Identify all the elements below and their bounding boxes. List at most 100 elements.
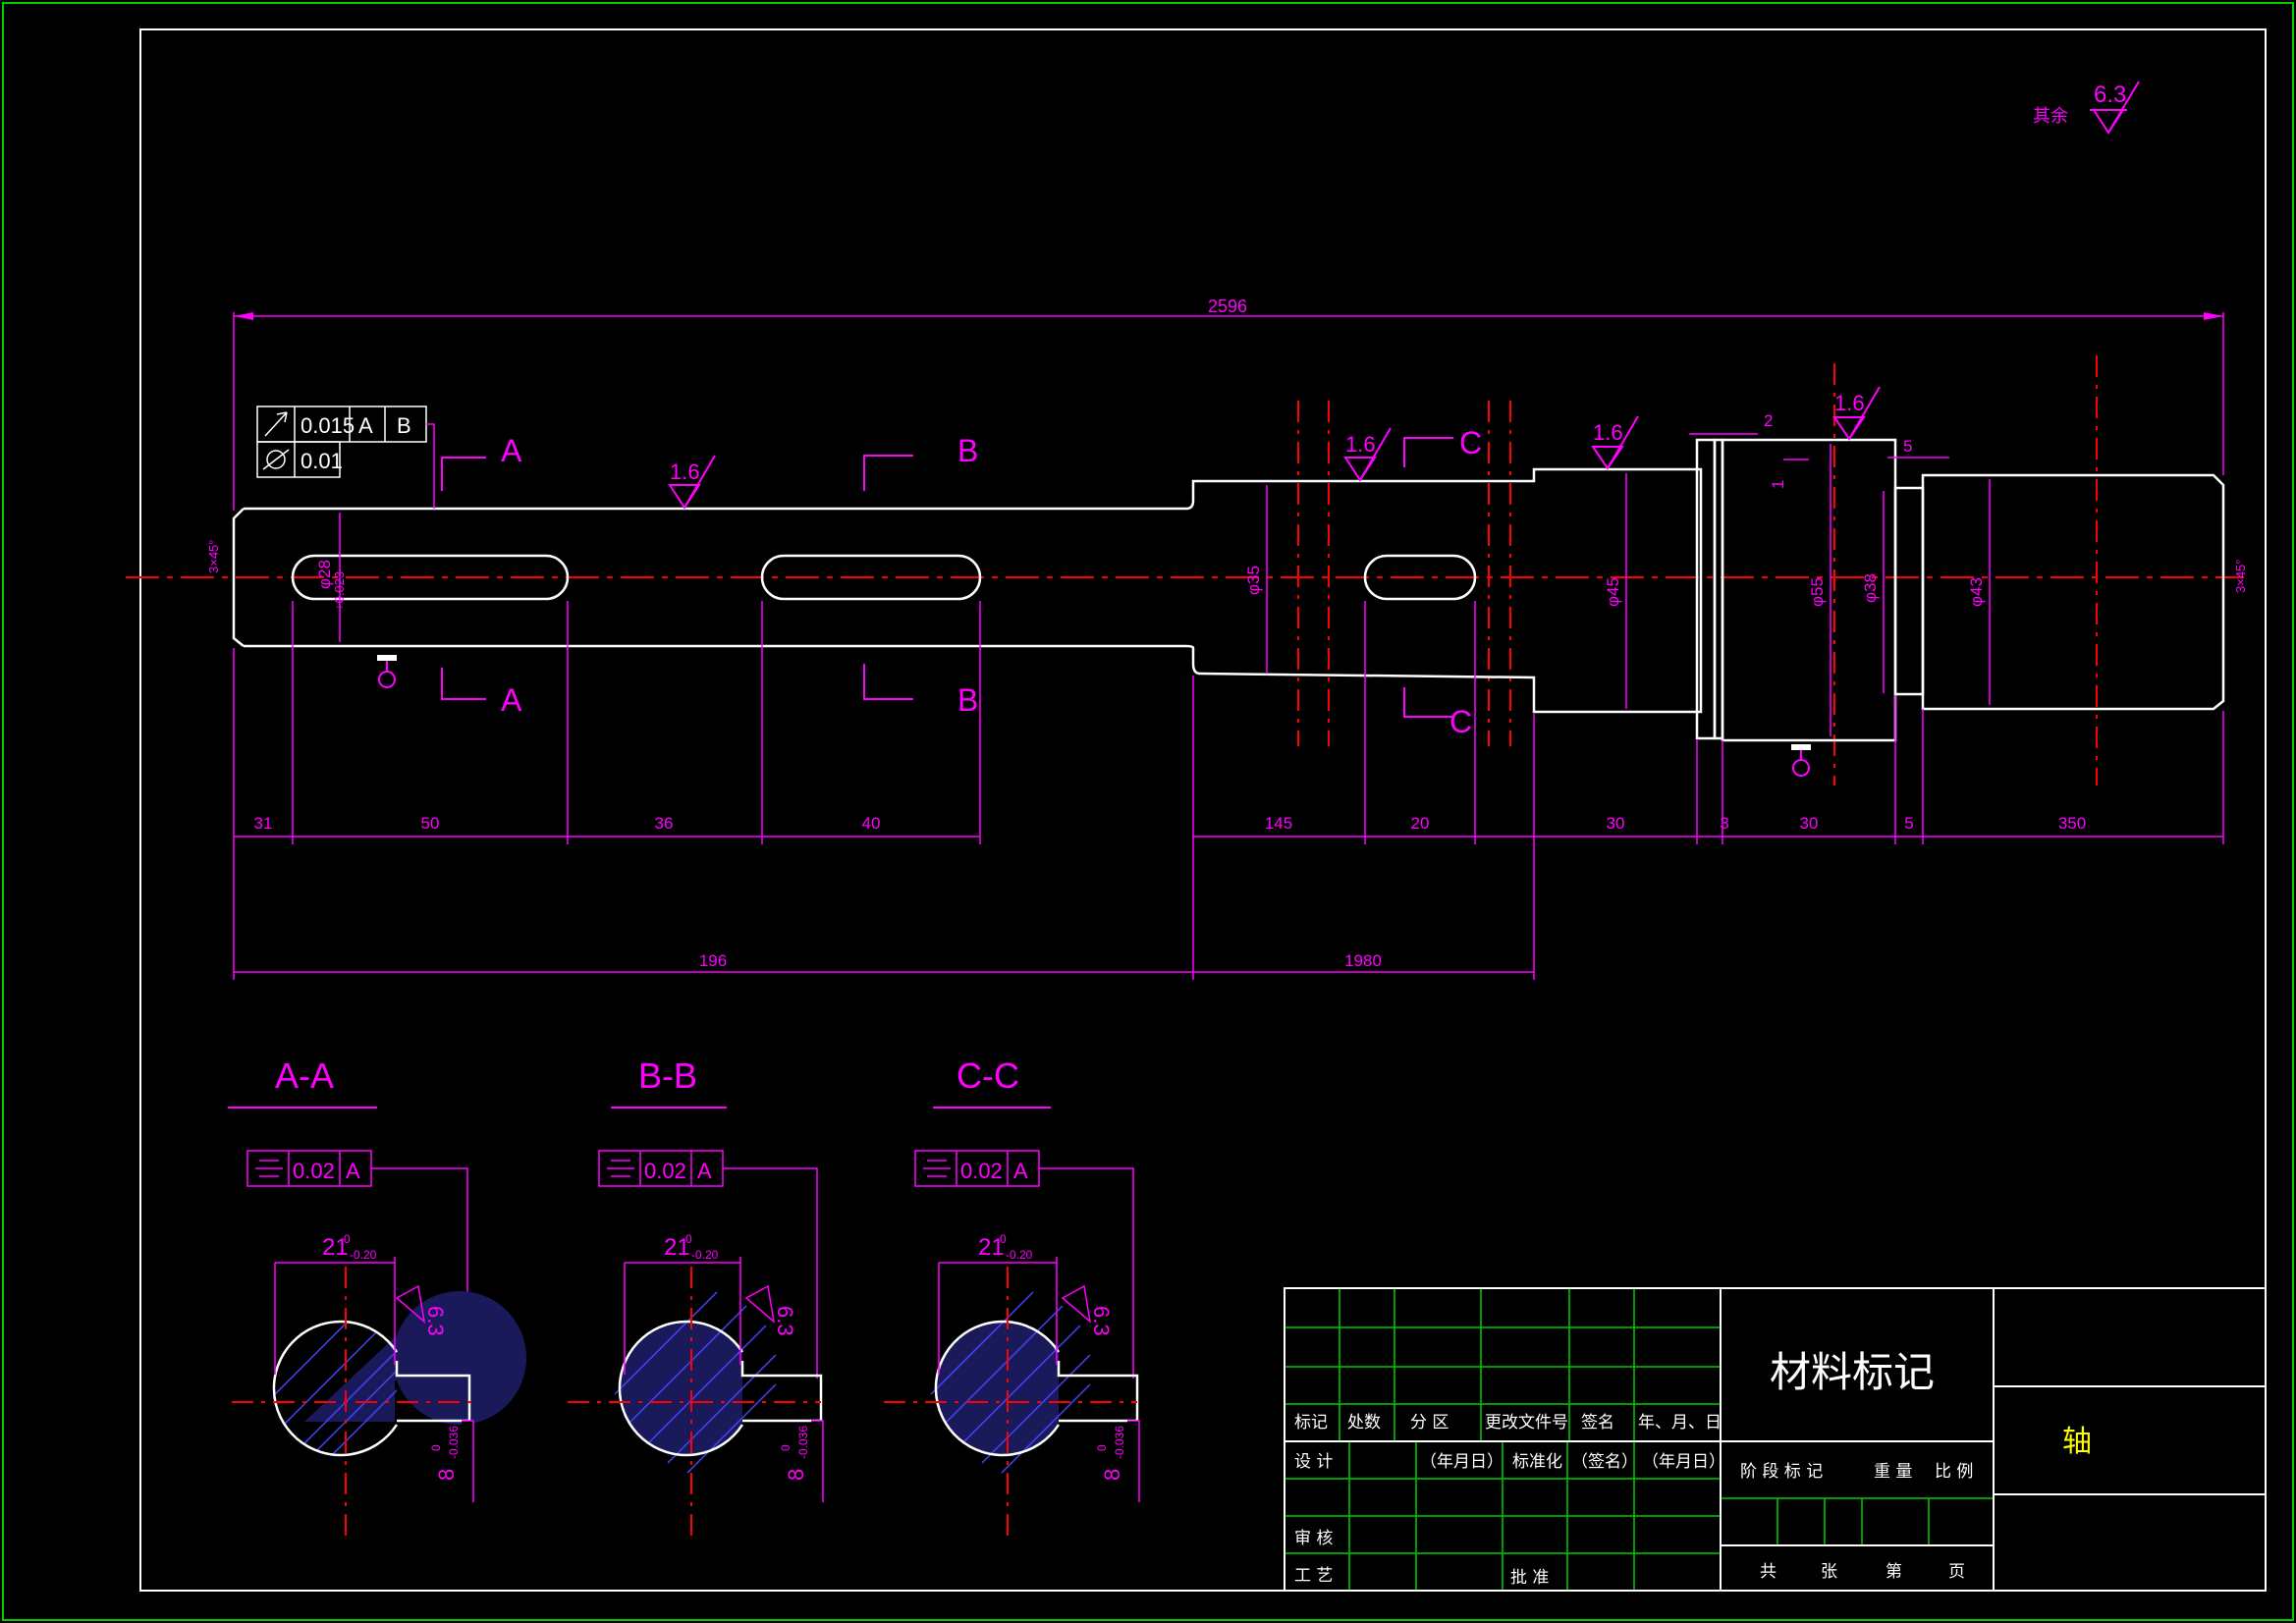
cut-b-top-label: B — [957, 433, 978, 468]
cylindricity-value: 0.01 — [301, 449, 343, 473]
cut-c-bottom-label: C — [1449, 704, 1472, 739]
svg-text:8: 8 — [1100, 1469, 1124, 1481]
chamfer-right-label: 3×45° — [2233, 560, 2248, 593]
diameter-dimensions — [339, 444, 1991, 736]
svg-text:共: 共 — [1760, 1562, 1777, 1582]
diameter-35-label: φ35 — [1244, 566, 1263, 595]
svg-text:-0.036: -0.036 — [447, 1426, 461, 1459]
diameter-43-label: φ43 — [1967, 577, 1986, 607]
part-name: 轴 — [2062, 1425, 2092, 1459]
dim-3-label: 3 — [1720, 814, 1728, 833]
svg-text:-0.20: -0.20 — [1006, 1248, 1033, 1262]
roughness-1-label: 1.6 — [670, 460, 700, 484]
svg-text:A: A — [1013, 1159, 1028, 1183]
svg-text:审 核: 审 核 — [1294, 1529, 1333, 1548]
svg-text:标准化: 标准化 — [1512, 1452, 1562, 1472]
svg-text:8: 8 — [434, 1469, 459, 1481]
svg-text:张: 张 — [1821, 1562, 1837, 1582]
svg-text:0: 0 — [1000, 1232, 1007, 1246]
svg-text:（年月日）: （年月日） — [1420, 1452, 1503, 1472]
svg-text:A: A — [697, 1159, 712, 1183]
svg-text:分 区: 分 区 — [1410, 1413, 1449, 1433]
datum-symbols — [377, 655, 1811, 777]
svg-text:0: 0 — [685, 1232, 692, 1246]
svg-text:6.3: 6.3 — [423, 1306, 448, 1336]
svg-text:批 准: 批 准 — [1510, 1568, 1549, 1588]
svg-text:-0.20: -0.20 — [350, 1248, 377, 1262]
section-c-centerlines — [1297, 355, 2098, 785]
dim-31-label: 31 — [254, 814, 273, 833]
svg-text:0.02: 0.02 — [293, 1159, 335, 1183]
chain-dimension-lines — [233, 601, 2224, 980]
svg-text:其余: 其余 — [2033, 106, 2068, 127]
svg-text:0.02: 0.02 — [960, 1159, 1003, 1183]
svg-text:21: 21 — [664, 1234, 690, 1261]
svg-text:6.3: 6.3 — [2094, 81, 2126, 108]
svg-text:21: 21 — [978, 1234, 1005, 1261]
section-b-b: B-B 0.02 A 21 0 -0.20 6.3 8 0 -0.036 — [568, 1055, 824, 1538]
runout-datum-b: B — [397, 413, 411, 438]
roughness-3-label: 1.6 — [1593, 420, 1623, 445]
svg-text:标记: 标记 — [1294, 1413, 1328, 1433]
roughness-2-label: 1.6 — [1345, 432, 1376, 457]
section-b-title: B-B — [638, 1055, 697, 1096]
svg-text:更改文件号: 更改文件号 — [1485, 1413, 1568, 1433]
svg-text:阶 段 标 记: 阶 段 标 记 — [1740, 1462, 1823, 1482]
dim-350-label: 350 — [2058, 814, 2086, 833]
dim-36-label: 36 — [655, 814, 674, 833]
surface-roughness-marks — [668, 386, 1881, 510]
svg-text:签名: 签名 — [1581, 1413, 1614, 1433]
svg-text:（签名）: （签名） — [1571, 1452, 1638, 1472]
section-c-title: C-C — [957, 1055, 1019, 1096]
general-roughness-note: 其余 6.3 — [2033, 81, 2140, 135]
svg-text:-0.20: -0.20 — [691, 1248, 719, 1262]
svg-text:-0.036: -0.036 — [1113, 1426, 1126, 1459]
diameter-45-label: φ45 — [1604, 577, 1622, 607]
dim-196-label: 196 — [699, 951, 727, 970]
section-a-title: A-A — [275, 1055, 334, 1096]
svg-text:重 量: 重 量 — [1874, 1462, 1912, 1482]
material-label: 材料标记 — [1770, 1348, 1935, 1396]
svg-text:（年月日）: （年月日） — [1642, 1452, 1725, 1472]
diameter-38-label: φ38 — [1861, 573, 1880, 603]
dim-20-label: 20 — [1411, 814, 1430, 833]
svg-text:6.3: 6.3 — [1089, 1306, 1114, 1336]
dim-30a-label: 30 — [1607, 814, 1625, 833]
diameter-55-label: φ55 — [1808, 577, 1827, 607]
dim-145-label: 145 — [1265, 814, 1292, 833]
svg-text:处数: 处数 — [1347, 1413, 1381, 1433]
groove-depth-label: 1 — [1769, 480, 1787, 489]
groove-width-label: 5 — [1903, 437, 1912, 456]
svg-text:设 计: 设 计 — [1294, 1452, 1333, 1472]
cut-a-top-label: A — [501, 433, 522, 468]
svg-text:年、月、日: 年、月、日 — [1638, 1413, 1722, 1433]
svg-text:8: 8 — [784, 1469, 808, 1481]
dim-1980-label: 1980 — [1344, 951, 1382, 970]
svg-text:工 艺: 工 艺 — [1294, 1566, 1333, 1586]
svg-text:21: 21 — [322, 1234, 349, 1261]
dim-30b-label: 30 — [1800, 814, 1819, 833]
title-block: 材料标记 轴 标记 处数 分 区 更改文件号 签名 年、月、日 设 计 （年月日… — [1284, 1287, 2267, 1592]
svg-text:比 例: 比 例 — [1935, 1462, 1973, 1482]
section-a-a: A-A 0.02 A 21 0 -0.20 6.3 8 0 -0.036 — [228, 1055, 526, 1538]
svg-text:页: 页 — [1948, 1562, 1965, 1582]
svg-text:0: 0 — [344, 1232, 351, 1246]
svg-text:0.02: 0.02 — [644, 1159, 686, 1183]
svg-text:0: 0 — [429, 1444, 443, 1451]
svg-text:0: 0 — [1095, 1444, 1109, 1451]
svg-text:6.3: 6.3 — [773, 1306, 797, 1336]
overall-length-dimension: 2596 — [233, 297, 2224, 511]
shaft-outline — [232, 438, 2225, 742]
cut-b-bottom-label: B — [957, 682, 978, 718]
cut-c-top-label: C — [1459, 425, 1482, 460]
diameter-28-label: φ28 — [315, 560, 334, 589]
runout-datum-a: A — [358, 413, 373, 438]
step-dimensions — [1689, 433, 1949, 460]
cut-a-bottom-label: A — [501, 682, 522, 718]
cutting-plane-markers — [441, 437, 1453, 718]
upper-tolerance-label: +0.023 — [332, 571, 347, 611]
svg-text:第: 第 — [1886, 1562, 1902, 1582]
drawing-border — [139, 28, 2267, 1592]
